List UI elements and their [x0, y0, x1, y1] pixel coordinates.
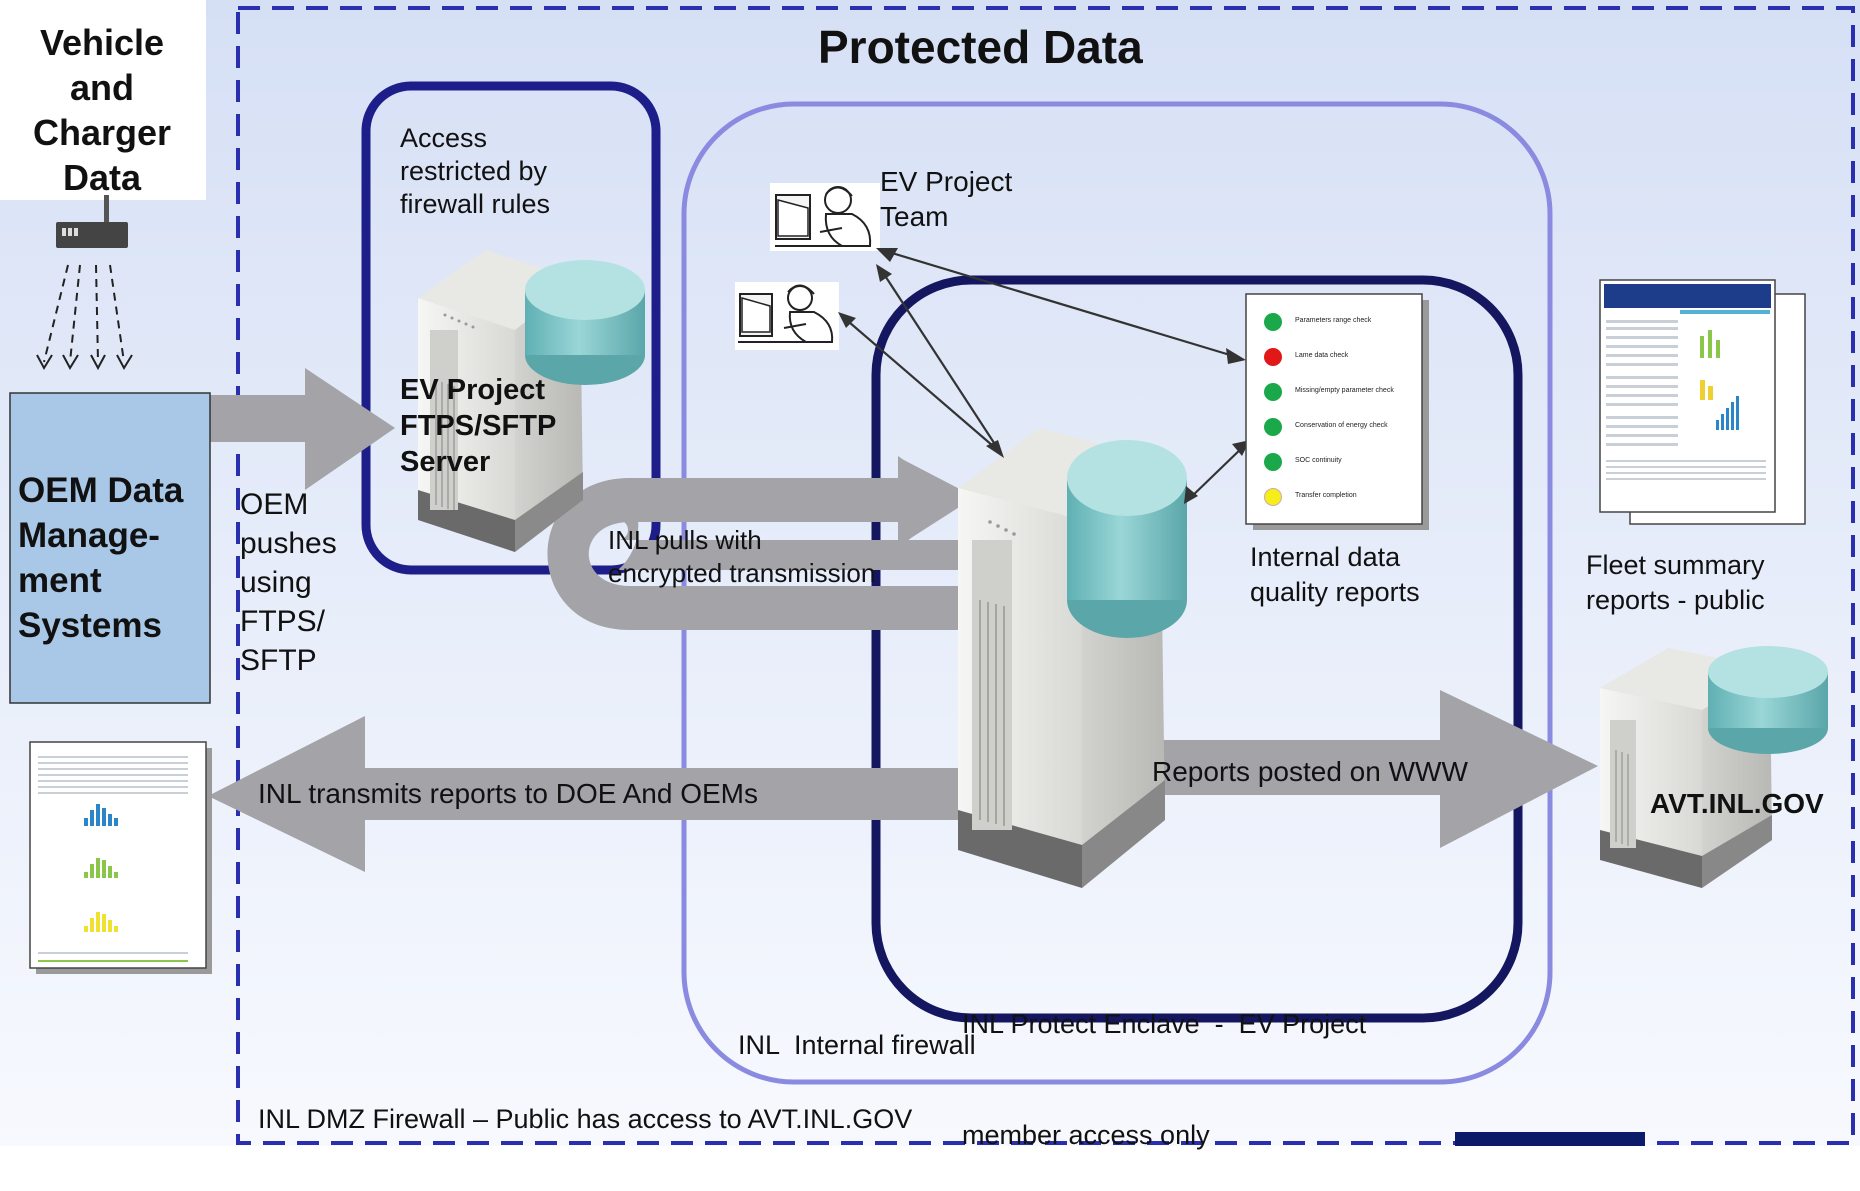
ftps-line-2: FTPS/SFTP: [400, 410, 557, 442]
push-arrow: [210, 368, 395, 490]
transmit-label: INL transmits reports to DOE And OEMs: [258, 778, 759, 809]
dmz-firewall-label: INL DMZ Firewall – Public has access to …: [258, 1104, 913, 1134]
oem-box-label: OEM Data Manage- ment Systems: [18, 468, 183, 648]
fleet-report-caption: Fleet summary reports - public: [1586, 548, 1765, 618]
team-member-icon-2: [735, 282, 839, 350]
enclave-label: INL Protect Enclave - EV Project member …: [962, 932, 1366, 1191]
signal-arrowheads: [36, 354, 133, 371]
push-line-5: SFTP: [240, 644, 317, 677]
oem-box: [9, 392, 211, 704]
fleet-caption-line-2: reports - public: [1586, 585, 1765, 615]
status-dot-yellow: [1264, 488, 1282, 506]
enclave-line-1: INL Protect Enclave - EV Project: [962, 1009, 1367, 1039]
doe-report-icon: [29, 741, 212, 974]
dmz-firewall-boundary: [236, 6, 1855, 1145]
status-dot-green: [1264, 453, 1282, 471]
ftps-server-label: EV Project FTPS/SFTP Server: [400, 372, 556, 480]
check-item: Missing/empty parameter check: [1295, 387, 1394, 394]
fleet-caption-line-1: Fleet summary: [1586, 550, 1765, 580]
team-label: EV Project Team: [880, 164, 1012, 234]
inl-pulls-label: INL pulls with encrypted transmission: [608, 524, 875, 590]
check-item: SOC continuity: [1295, 457, 1342, 464]
oem-line-3: ment: [18, 561, 102, 600]
signal-lines: [43, 264, 125, 363]
connection-arrowheads: [838, 248, 1250, 504]
dq-caption-line-1: Internal data: [1250, 542, 1401, 572]
pulls-line-1: INL pulls with: [608, 525, 762, 555]
corner-strip: [1455, 1132, 1645, 1146]
avt-server-label: AVT.INL.GOV: [1650, 788, 1824, 819]
dq-caption-line-2: quality reports: [1250, 577, 1420, 607]
status-dot-green: [1264, 383, 1282, 401]
push-line-2: pushes: [240, 527, 337, 560]
ftps-line-1: EV Project: [400, 374, 546, 406]
status-dot-green: [1264, 313, 1282, 331]
check-item: Parameters range check: [1295, 317, 1372, 324]
access-line-2: restricted by: [400, 156, 548, 186]
status-dot-green: [1264, 418, 1282, 436]
www-label: Reports posted on WWW: [1152, 756, 1468, 787]
push-line-1: OEM: [240, 488, 309, 521]
pull-arrow: [547, 456, 965, 630]
ftps-server-icon: [418, 250, 645, 552]
vehicle-charger-data-label: Vehicle and Charger Data: [0, 20, 204, 200]
source-line-3: Charger: [32, 112, 172, 153]
team-member-icon-1: [770, 183, 880, 251]
source-label-bg: [0, 0, 206, 200]
team-line-2: Team: [880, 201, 949, 232]
check-item: Lame data check: [1295, 352, 1349, 359]
oem-pushes-label: OEM pushes using FTPS/ SFTP: [240, 485, 337, 680]
push-line-3: using: [240, 566, 312, 599]
oem-line-2: Manage-: [18, 516, 160, 555]
push-line-4: FTPS/: [240, 605, 326, 638]
oem-line-1: OEM Data: [18, 471, 184, 510]
internal-firewall-label: INL Internal firewall: [738, 1030, 976, 1060]
source-line-4: Data: [62, 157, 142, 198]
oem-line-4: Systems: [18, 606, 162, 645]
connection-lines: [841, 248, 1247, 501]
team-line-1: EV Project: [880, 166, 1013, 197]
page-title: Protected Data: [818, 21, 1143, 73]
ftps-line-3: Server: [400, 446, 491, 478]
check-item: Transfer completion: [1295, 492, 1357, 499]
pulls-line-2: encrypted transmission: [608, 558, 876, 588]
access-line-3: firewall rules: [400, 189, 551, 219]
avt-server-icon: [1600, 646, 1828, 888]
fleet-report-icon: [1599, 279, 1806, 525]
ftps-server-boundary: [361, 81, 661, 575]
status-dot-red: [1264, 348, 1282, 366]
diagram-stage: Protected Data Vehicle and Charger Data …: [0, 0, 1860, 1150]
transmit-arrow: [208, 716, 960, 872]
protect-enclave-boundary: [871, 275, 1523, 1023]
source-line-2: and: [69, 67, 134, 108]
www-arrow: [1110, 690, 1598, 848]
enclave-server-icon: [958, 428, 1187, 888]
check-item: Conservation of energy check: [1295, 422, 1388, 429]
source-line-1: Vehicle: [39, 22, 165, 63]
dq-report-caption: Internal data quality reports: [1250, 540, 1420, 610]
access-note: Access restricted by firewall rules: [400, 122, 550, 221]
access-line-1: Access: [400, 123, 488, 153]
router-icon: [56, 195, 128, 248]
diagram-canvas: [0, 0, 1860, 1146]
enclave-line-2: member access only: [962, 1120, 1210, 1150]
dq-report-sheet: [1245, 293, 1429, 530]
